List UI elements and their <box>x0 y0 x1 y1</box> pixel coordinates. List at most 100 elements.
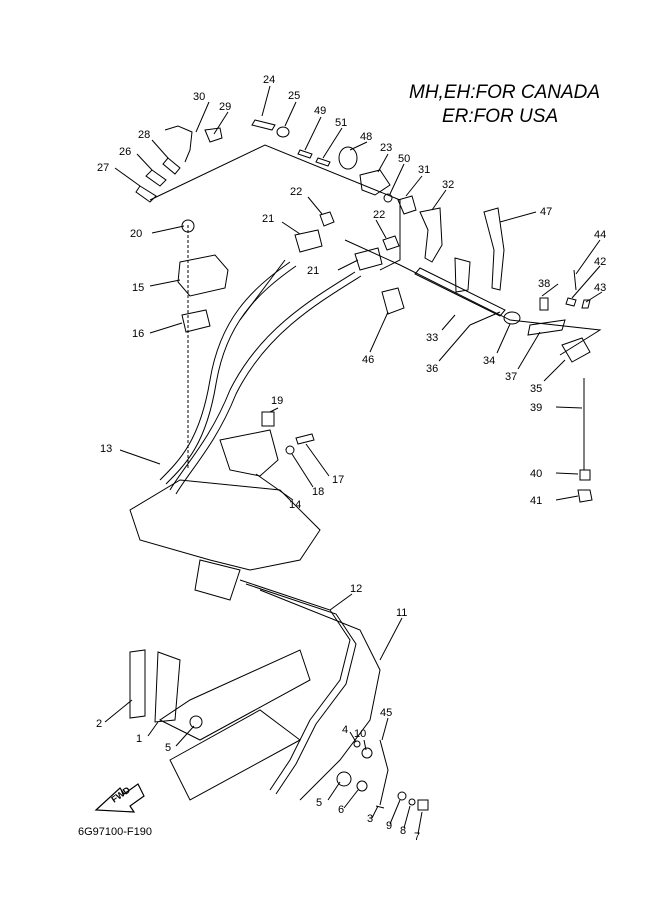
part-1 <box>154 651 181 723</box>
callout-35: 35 <box>530 383 542 395</box>
leader-8 <box>403 805 411 829</box>
leader-36 <box>438 324 471 362</box>
leader-24 <box>261 85 271 117</box>
part-12-cable <box>239 579 351 791</box>
part-18 <box>285 445 295 455</box>
callout-23: 23 <box>380 142 392 154</box>
leader-22b <box>375 219 387 239</box>
note-usa: ER:FOR USA <box>442 106 559 127</box>
part-50 <box>383 193 393 203</box>
callout-8: 8 <box>400 825 406 837</box>
callout-30: 30 <box>193 91 205 103</box>
leader-21a <box>281 221 301 235</box>
callout-3: 3 <box>367 813 373 825</box>
leader-16 <box>149 322 183 334</box>
callout-21a: 21 <box>262 213 274 225</box>
leader-11 <box>379 617 403 661</box>
part-29 <box>204 127 223 143</box>
part-28 <box>162 157 181 175</box>
leader-20 <box>151 225 185 234</box>
leader-17 <box>305 443 330 477</box>
leader-40 <box>555 472 579 475</box>
part-37 <box>527 319 566 336</box>
leader-28 <box>151 139 169 159</box>
cable-upper-c <box>169 271 356 491</box>
fwd-arrow-icon: FWD <box>94 783 145 813</box>
callout-16: 16 <box>132 328 144 340</box>
part-41 <box>577 489 593 503</box>
part-9 <box>397 791 407 801</box>
part-14 <box>219 429 279 477</box>
callout-44: 44 <box>594 229 606 241</box>
part-35 <box>561 337 591 363</box>
callout-21b: 21 <box>307 265 319 277</box>
callout-32: 32 <box>442 179 454 191</box>
part-5a <box>189 715 203 729</box>
part-8 <box>408 798 416 806</box>
leader-35 <box>543 359 566 382</box>
callout-37: 37 <box>505 371 517 383</box>
part-15 <box>177 254 229 297</box>
callout-10: 10 <box>354 728 366 740</box>
callout-45: 45 <box>380 707 392 719</box>
callout-5a: 5 <box>165 742 171 754</box>
part-19 <box>261 411 275 427</box>
leader-38 <box>541 283 559 297</box>
leader-43 <box>585 291 603 303</box>
leader-42 <box>571 265 601 299</box>
leader-9 <box>389 799 401 825</box>
leader-37 <box>517 331 541 370</box>
callout-15: 15 <box>132 282 144 294</box>
part-42 <box>565 297 577 307</box>
callout-18: 18 <box>312 486 324 498</box>
part-34 <box>503 311 521 325</box>
part-43 <box>581 299 591 309</box>
part-44 <box>573 269 577 291</box>
part-21a <box>294 229 323 253</box>
callout-29: 29 <box>219 101 231 113</box>
group-outline-right <box>344 239 602 356</box>
leader-1 <box>147 721 159 737</box>
leader-48 <box>349 141 368 151</box>
part-4 <box>353 740 361 748</box>
callout-22a: 22 <box>290 186 302 198</box>
leader-23 <box>377 153 389 173</box>
callout-51: 51 <box>335 117 347 129</box>
part-48 <box>338 146 358 170</box>
part-47 <box>483 207 505 291</box>
leader-3 <box>371 805 379 819</box>
leader-25 <box>284 101 297 127</box>
leader-15 <box>149 279 181 287</box>
part-11-cable <box>259 589 381 801</box>
leader-7 <box>417 811 423 835</box>
leader-4 <box>349 731 357 743</box>
part-49 <box>297 149 313 159</box>
leader-34 <box>496 323 511 354</box>
leader-47 <box>499 211 537 223</box>
leader-13 <box>119 449 161 465</box>
leader-45 <box>381 717 389 741</box>
leader-6 <box>343 789 359 809</box>
leader-21b <box>337 259 359 271</box>
leader-39 <box>555 406 583 409</box>
callout-38: 38 <box>538 278 550 290</box>
callout-24: 24 <box>263 74 275 86</box>
leader-27 <box>114 167 141 187</box>
callout-42: 42 <box>594 256 606 268</box>
part-6 <box>356 780 368 792</box>
part-33-lever <box>454 257 471 293</box>
callout-22b: 22 <box>373 209 385 221</box>
cable-upper-b <box>165 265 297 485</box>
callout-7: 7 <box>414 831 420 843</box>
callout-36: 36 <box>426 363 438 375</box>
callout-5b: 5 <box>316 797 322 809</box>
housing-neck <box>194 559 241 601</box>
leader-19 <box>269 407 279 413</box>
leader-5a <box>175 725 195 747</box>
cable-upper-a <box>159 261 291 481</box>
part-24 <box>251 119 276 131</box>
part-22b <box>382 235 400 251</box>
part-16 <box>181 309 211 333</box>
callout-25: 25 <box>288 90 300 102</box>
